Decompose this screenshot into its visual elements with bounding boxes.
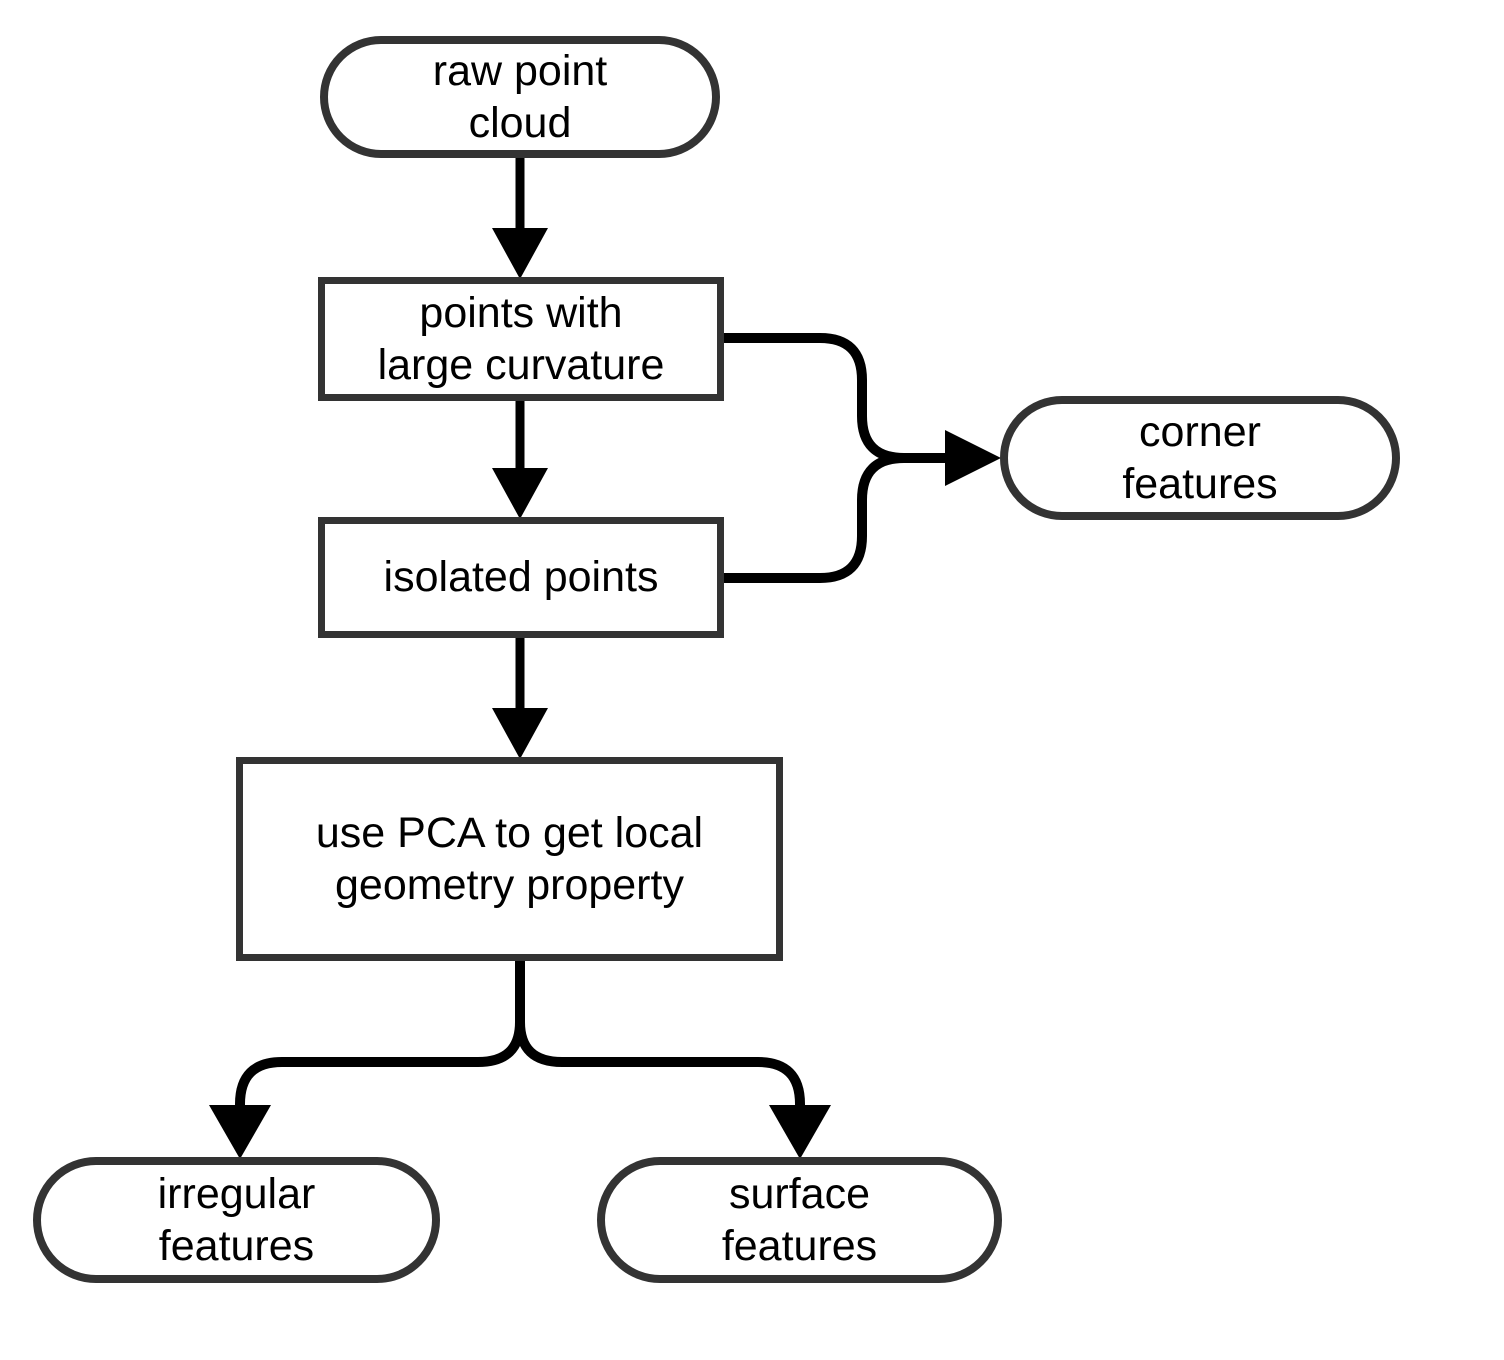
node-label-raw-point-cloud: raw point cloud — [432, 46, 608, 147]
edge-curvature-to-corner — [722, 333, 1001, 486]
node-label-points-with-large-curvature: points with large curvature — [377, 288, 665, 389]
node-corner-features[interactable]: corner features — [1000, 396, 1400, 520]
edge-isolated-to-corner — [722, 453, 948, 583]
node-raw-point-cloud[interactable]: raw point cloud — [320, 36, 720, 158]
edge-pca-to-surface — [515, 959, 831, 1159]
edge-isolated-to-pca — [492, 636, 548, 759]
node-label-use-pca: use PCA to get local geometry property — [315, 808, 704, 909]
edge-curvature-to-isolated — [492, 398, 548, 519]
node-label-isolated-points: isolated points — [383, 553, 659, 602]
node-use-pca[interactable]: use PCA to get local geometry property — [236, 757, 783, 961]
node-label-surface-features: surface features — [721, 1169, 878, 1270]
node-points-with-large-curvature[interactable]: points with large curvature — [318, 277, 724, 401]
node-label-irregular-features: irregular features — [157, 1169, 316, 1270]
edge-raw-to-curvature — [492, 155, 548, 279]
edge-pca-to-irregular — [209, 959, 525, 1159]
node-label-corner-features: corner features — [1122, 407, 1278, 508]
node-isolated-points[interactable]: isolated points — [318, 517, 724, 638]
node-surface-features[interactable]: surface features — [597, 1157, 1002, 1283]
node-irregular-features[interactable]: irregular features — [33, 1157, 440, 1283]
